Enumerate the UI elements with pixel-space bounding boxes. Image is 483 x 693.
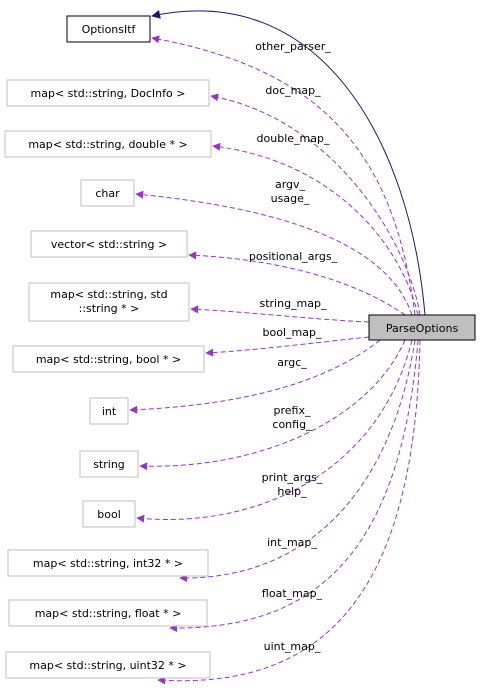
- node-box: [12, 345, 205, 373]
- class-node-char[interactable]: char: [80, 179, 135, 207]
- class-node-map-double[interactable]: map< std::string, double * >: [4, 130, 212, 158]
- class-node-parseoptions[interactable]: ParseOptions: [368, 314, 476, 341]
- edge-label-vector-string: positional_args_: [249, 250, 338, 263]
- usage-edge-vector-string: [188, 251, 406, 316]
- edge-label-string: config_: [272, 418, 312, 431]
- node-box: [80, 179, 135, 207]
- class-node-optionsitf[interactable]: OptionsItf: [66, 15, 151, 43]
- edge-label-map-uint32: uint_map_: [264, 640, 321, 653]
- node-label: vector< std::string >: [51, 238, 167, 251]
- class-node-map-bool[interactable]: map< std::string, bool * >: [12, 345, 205, 373]
- class-node-map-docinfo[interactable]: map< std::string, DocInfo >: [6, 79, 210, 107]
- usage-edge-bool: [136, 339, 413, 523]
- class-node-map-int32[interactable]: map< std::string, int32 * >: [7, 549, 209, 577]
- node-box: [30, 230, 188, 258]
- node-label: ::string * >: [79, 302, 140, 315]
- usage-edge-map-docinfo: [210, 93, 421, 316]
- edge-label-map-bool: bool_map_: [263, 326, 322, 339]
- focus-node-label: ParseOptions: [386, 322, 459, 335]
- node-box: [28, 282, 190, 322]
- node-label: map< std::string, double * >: [28, 138, 187, 151]
- edges-layer: [129, 9, 426, 685]
- usage-edge-char: [135, 190, 413, 316]
- usage-edge-int: [129, 339, 381, 414]
- node-box-focus: [368, 314, 476, 341]
- edge-label-map-int32: int_map_: [267, 536, 317, 549]
- node-box: [66, 15, 151, 43]
- node-label: OptionsItf: [82, 23, 137, 36]
- node-label: int: [102, 405, 117, 418]
- node-box: [4, 130, 212, 158]
- class-node-map-float[interactable]: map< std::string, float * >: [8, 599, 208, 627]
- edge-label-int: argc_: [277, 356, 307, 369]
- class-node-int[interactable]: int: [89, 397, 129, 425]
- edge-label-map-docinfo: doc_map_: [265, 84, 321, 97]
- usage-edge-optionsitf: [151, 35, 416, 316]
- node-label: map< std::string, DocInfo >: [31, 87, 186, 100]
- class-node-map-uint32[interactable]: map< std::string, uint32 * >: [5, 651, 211, 679]
- node-label: map< std::string, int32 * >: [33, 557, 183, 570]
- edge-label-optionsitf: other_parser_: [255, 40, 331, 53]
- edge-label-char: argv_: [275, 178, 306, 191]
- edge-label-bool: print_args_: [262, 471, 323, 484]
- node-label: string: [93, 458, 125, 471]
- edge-label-map-string: string_map_: [259, 297, 327, 310]
- usage-edge-map-string: [190, 305, 370, 323]
- node-label: map< std::string, std: [50, 288, 167, 301]
- node-box: [6, 79, 210, 107]
- edge-label-map-double: double_map_: [257, 132, 330, 145]
- node-label: map< std::string, uint32 * >: [29, 659, 186, 672]
- usage-edge-map-uint32: [157, 339, 421, 685]
- class-node-vector-string[interactable]: vector< std::string >: [30, 230, 188, 258]
- edge-label-bool: help_: [277, 485, 307, 498]
- node-label: map< std::string, float * >: [35, 607, 182, 620]
- node-box: [7, 549, 209, 577]
- usage-edge-map-int32: [179, 339, 416, 583]
- edge-label-string: prefix_: [274, 404, 311, 417]
- usage-edge-string: [139, 339, 406, 471]
- edge-labels-layer: other_parser_ doc_map_ double_map_ argv_usa…: [249, 40, 338, 653]
- usage-edge-map-bool: [205, 336, 370, 357]
- node-label: char: [95, 187, 120, 200]
- node-box: [89, 397, 129, 425]
- node-box: [82, 500, 136, 528]
- edge-label-map-float: float_map_: [262, 587, 323, 600]
- node-label: map< std::string, bool * >: [36, 353, 181, 366]
- node-label: bool: [97, 508, 121, 521]
- inheritance-edge: [151, 9, 426, 316]
- class-node-bool[interactable]: bool: [82, 500, 136, 528]
- class-node-string[interactable]: string: [79, 450, 139, 478]
- node-box: [8, 599, 208, 627]
- class-node-map-string[interactable]: map< std::string, std::string * >: [28, 282, 190, 322]
- node-box: [79, 450, 139, 478]
- edge-label-char: usage_: [271, 192, 310, 205]
- usage-edge-map-float: [169, 339, 419, 633]
- node-box: [5, 651, 211, 679]
